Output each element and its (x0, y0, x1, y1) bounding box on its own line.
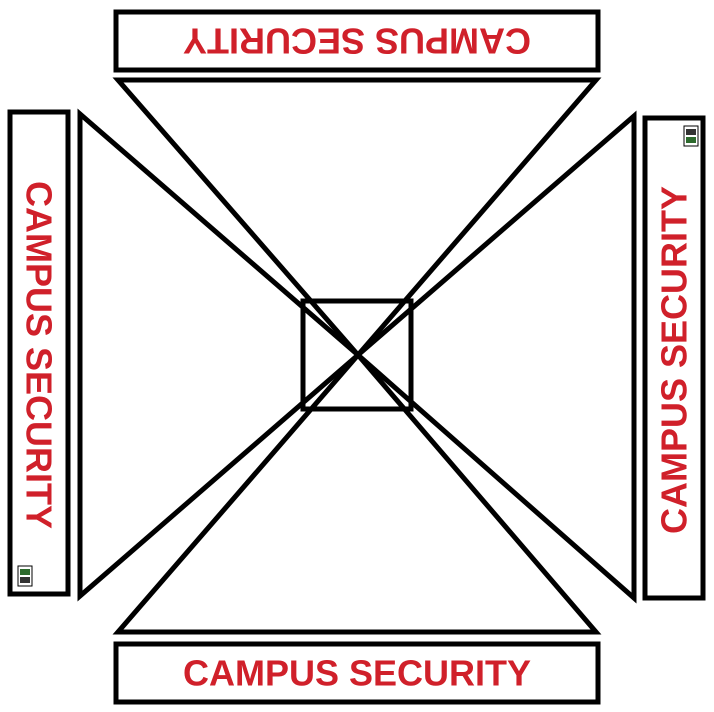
sign-box-right (642, 115, 706, 601)
sign-label-top: CAMPUS SECURITY (183, 21, 531, 62)
sign-box-bottom (113, 641, 601, 705)
sign-box-top (113, 9, 601, 73)
sign-box-left (7, 109, 71, 597)
panel-right (354, 110, 637, 604)
panel-top (112, 77, 602, 359)
sign-label-right: CAMPUS SECURITY (654, 186, 695, 534)
panel-left (77, 108, 362, 602)
campus-logo-icon (17, 565, 33, 587)
sign-label-bottom: CAMPUS SECURITY (183, 653, 531, 694)
panel-bottom (112, 351, 602, 635)
center-post-square (300, 298, 414, 412)
campus-logo-icon (683, 125, 699, 147)
sign-label-left: CAMPUS SECURITY (19, 181, 60, 529)
